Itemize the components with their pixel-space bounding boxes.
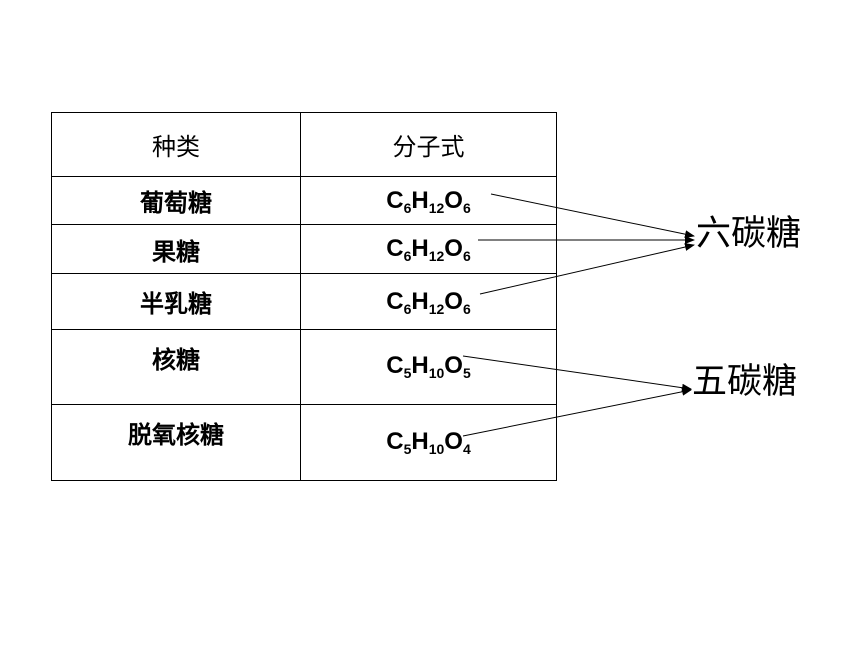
sugar-formula-table: 种类 分子式 葡萄糖 C6H12O6 果糖 C6H12O6 半乳糖 C6H12O… bbox=[51, 112, 557, 481]
sugar-name: 葡萄糖 bbox=[51, 176, 301, 225]
table-row: 半乳糖 C6H12O6 bbox=[51, 273, 557, 330]
sugar-name: 脱氧核糖 bbox=[51, 404, 301, 481]
sugar-name: 半乳糖 bbox=[51, 273, 301, 330]
arrow-ribose-to-pentose bbox=[462, 355, 692, 392]
table-row: 核糖 C5H10O5 bbox=[51, 329, 557, 405]
molecular-formula: C5H10O5 bbox=[300, 329, 557, 405]
table-row: 果糖 C6H12O6 bbox=[51, 224, 557, 274]
molecular-formula: C5H10O4 bbox=[300, 404, 557, 481]
arrow-glucose-to-hexose bbox=[490, 193, 695, 239]
table-row: 脱氧核糖 C5H10O4 bbox=[51, 404, 557, 481]
sugar-name: 果糖 bbox=[51, 224, 301, 274]
table-header-row: 种类 分子式 bbox=[51, 112, 557, 177]
molecular-formula: C6H12O6 bbox=[300, 273, 557, 330]
pentose-label: 五碳糖 bbox=[692, 362, 798, 402]
arrow-galactose-to-hexose bbox=[479, 243, 695, 295]
arrow-deoxyribose-to-pentose bbox=[462, 387, 692, 437]
header-type: 种类 bbox=[51, 112, 301, 177]
molecular-formula: C6H12O6 bbox=[300, 224, 557, 274]
hexose-label: 六碳糖 bbox=[696, 214, 802, 254]
header-formula: 分子式 bbox=[300, 112, 557, 177]
